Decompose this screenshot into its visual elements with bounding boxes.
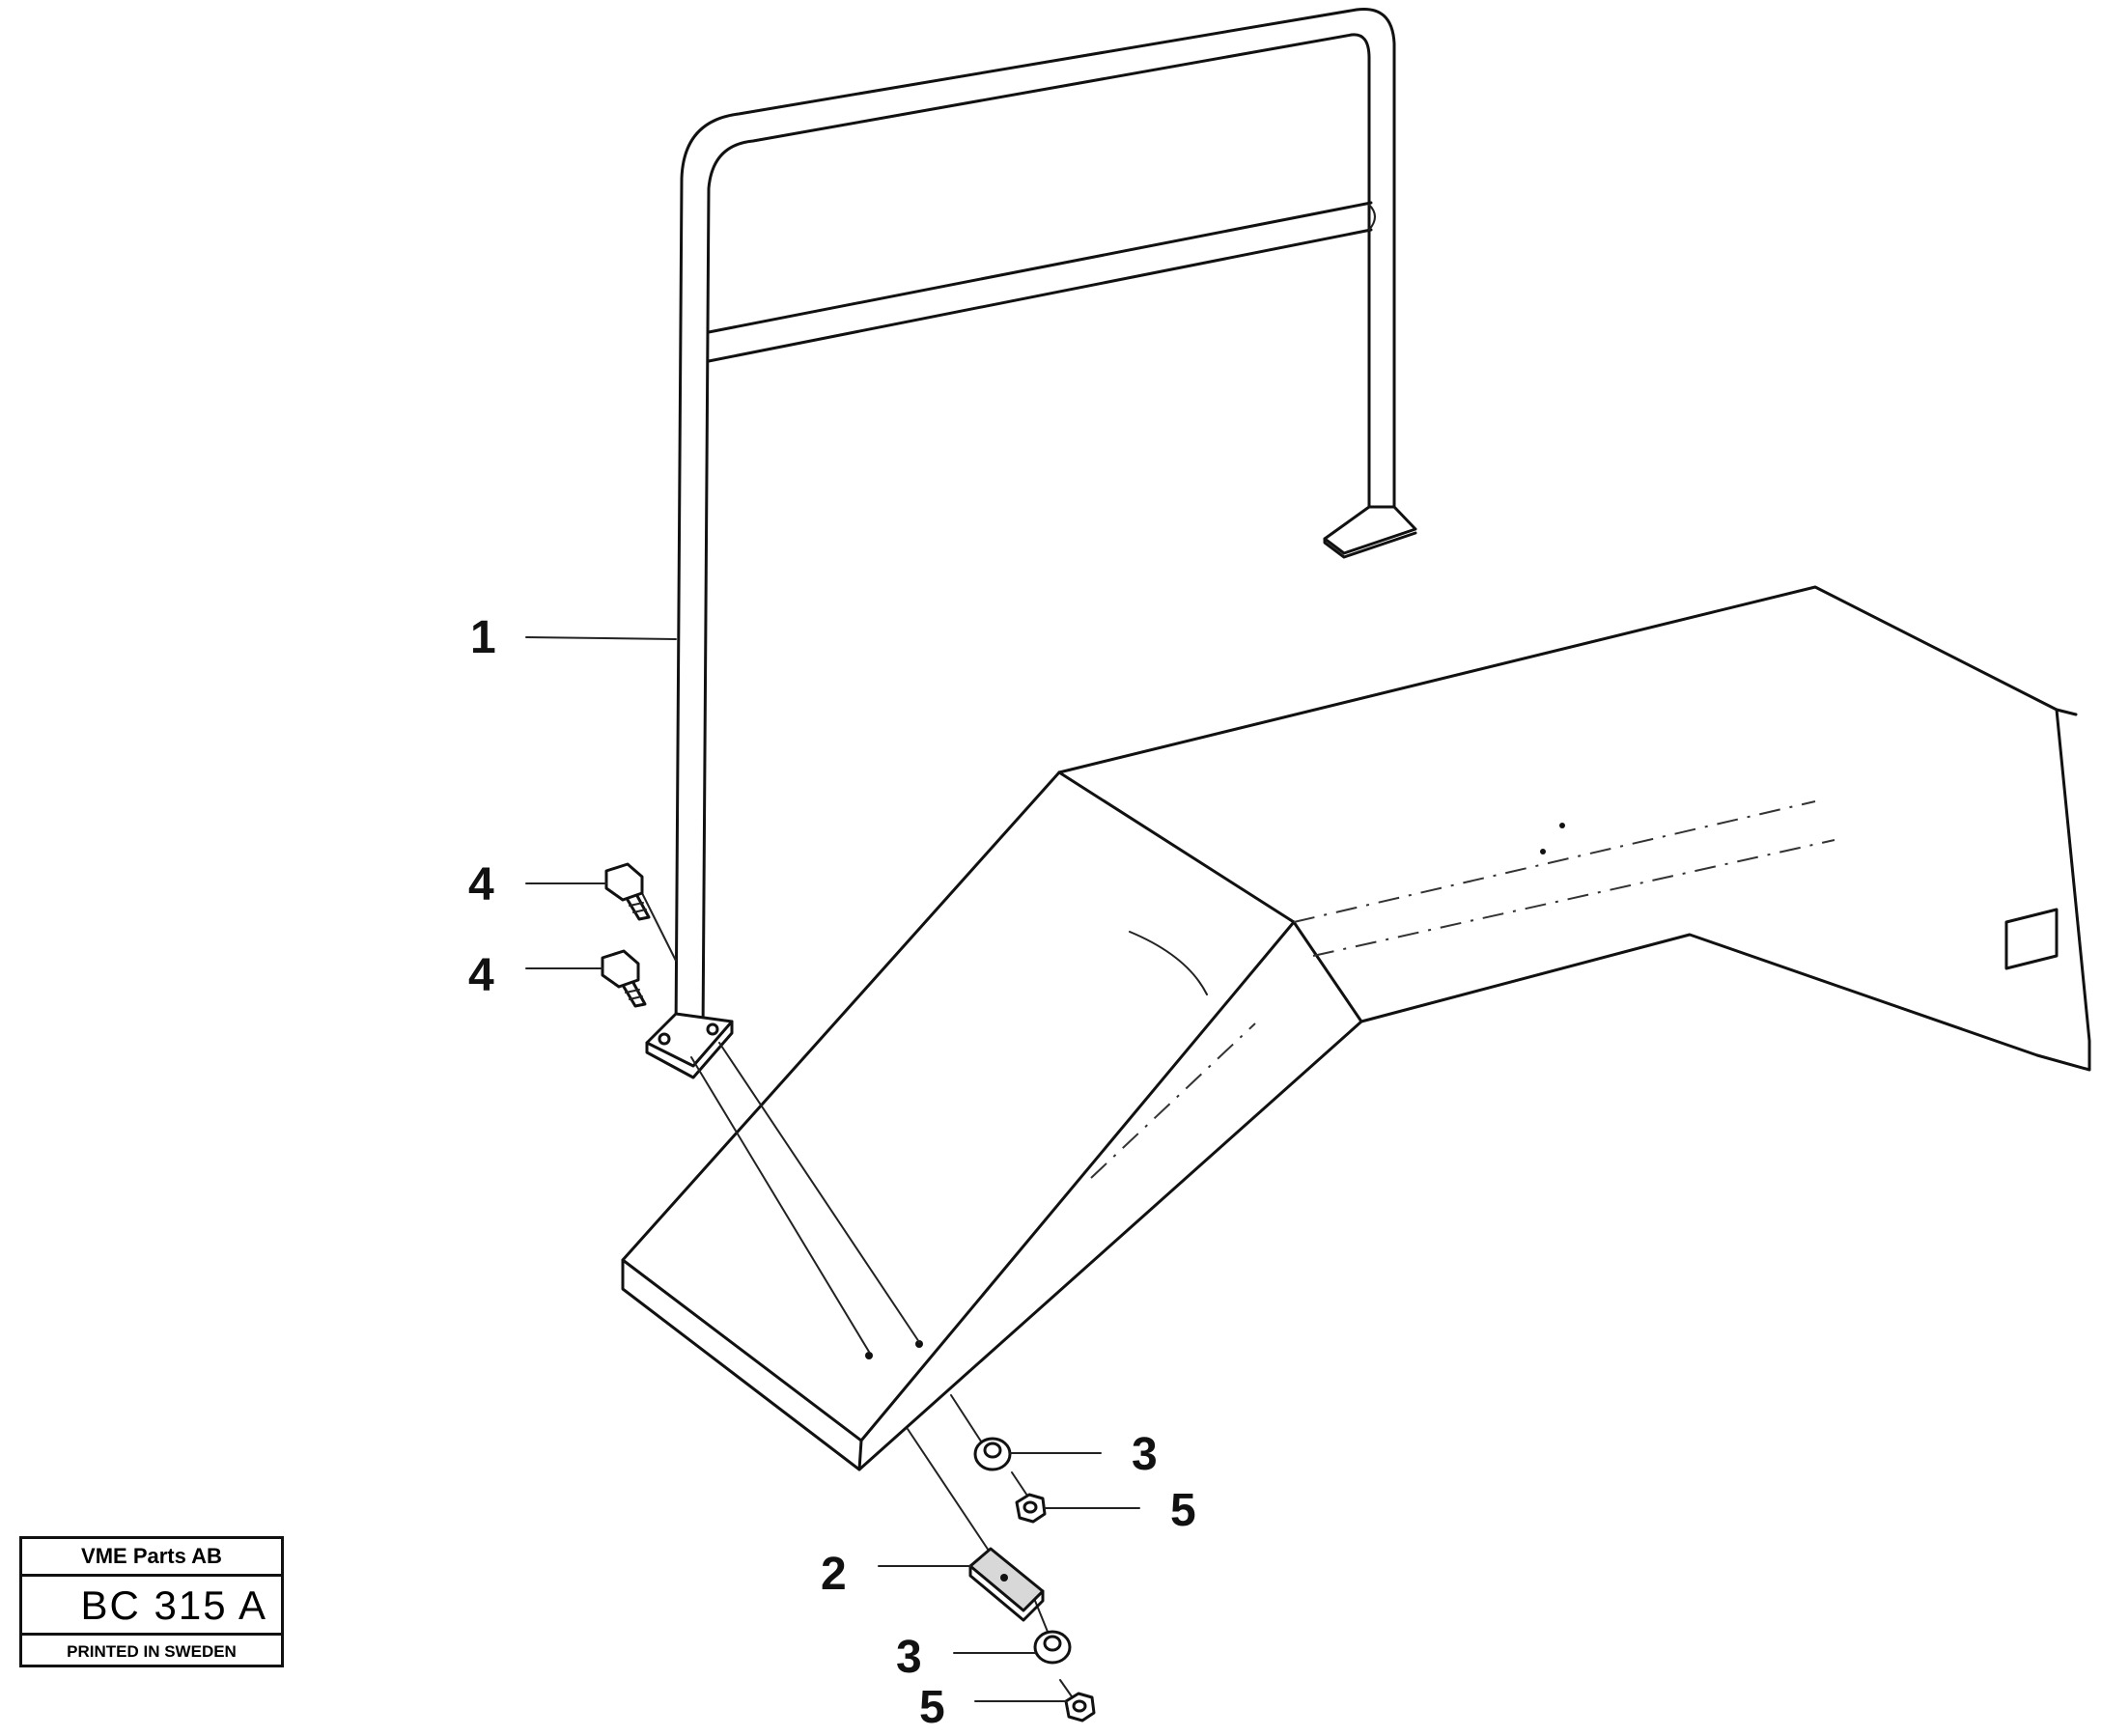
fender xyxy=(621,585,2091,1471)
callout-4-lower: 4 xyxy=(468,950,494,1001)
title-block: VME Parts AB BC 315 A PRINTED IN SWEDEN xyxy=(19,1536,284,1667)
callout-4-upper: 4 xyxy=(468,859,494,910)
leader-lines xyxy=(525,636,1140,1702)
washer-lower xyxy=(1033,1630,1072,1665)
nut-upper xyxy=(1015,1493,1047,1524)
callout-2: 2 xyxy=(821,1549,847,1600)
callout-5-lower: 5 xyxy=(919,1682,945,1733)
company-name: VME Parts AB xyxy=(22,1539,281,1577)
washer-upper xyxy=(973,1437,1012,1471)
assembly-guide-lines xyxy=(641,892,1075,1700)
bolt-lower xyxy=(601,949,647,1008)
printed-note: PRINTED IN SWEDEN xyxy=(67,1642,237,1661)
nut-lower xyxy=(1064,1692,1096,1722)
callout-3-lower: 3 xyxy=(896,1632,922,1683)
drawing-code: BC 315 A xyxy=(22,1577,281,1636)
clamp-plate xyxy=(968,1547,1045,1622)
bolt-upper xyxy=(604,862,651,921)
callout-3-upper: 3 xyxy=(1132,1429,1158,1480)
callout-1: 1 xyxy=(470,612,496,663)
callout-5-upper: 5 xyxy=(1170,1485,1196,1536)
handrail xyxy=(645,7,1417,1079)
